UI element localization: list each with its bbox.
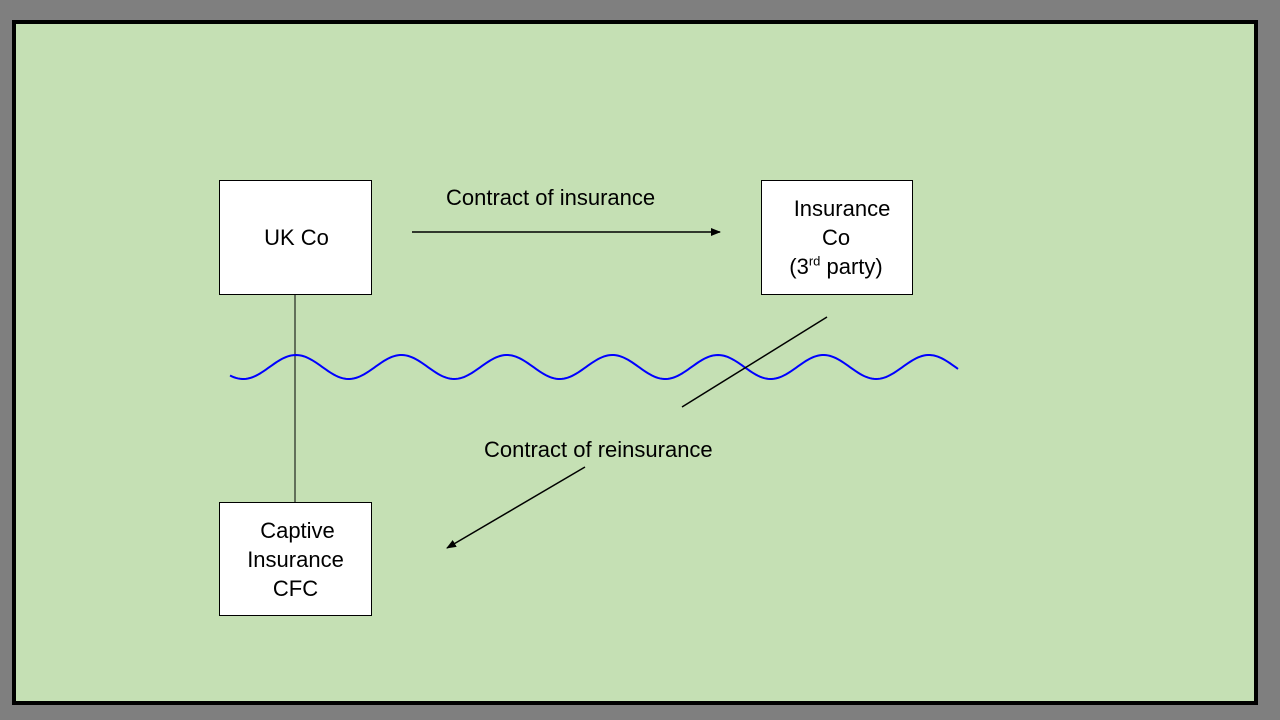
- insurance-co-box: Insurance Co (3rd party): [761, 180, 913, 295]
- reinsurance-arrow: [446, 466, 586, 549]
- insurance-co-line1: Insurance: [793, 196, 891, 221]
- reinsurance-contract-label: Contract of reinsurance: [484, 437, 713, 462]
- insurance-co-line2: Co: [821, 225, 851, 250]
- offshore-boundary-wave: [229, 353, 959, 381]
- uk-co-box: UK Co: [219, 180, 372, 295]
- captive-line2: Insurance: [247, 546, 344, 572]
- uk-co-label: UK Co: [264, 225, 329, 250]
- captive-line1: Captive: [260, 517, 335, 543]
- captive-line3: CFC: [272, 575, 319, 601]
- captive-insurance-box: Captive Insurance CFC: [219, 502, 372, 616]
- insurance-contract-label: Contract of insurance: [446, 185, 656, 210]
- insurance-co-line3: (3rd party): [789, 253, 883, 279]
- reinsurance-slash-line: [681, 316, 828, 408]
